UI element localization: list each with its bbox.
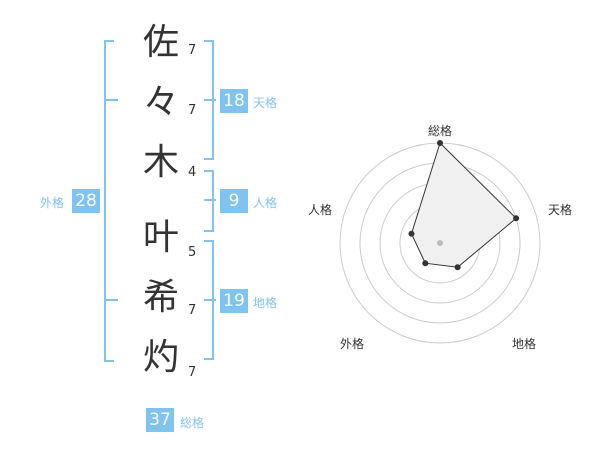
name-char-5: 希	[142, 277, 179, 318]
gaikaku-label: 外格	[40, 196, 65, 210]
radar-label-bottom-left: 外格	[340, 337, 365, 351]
jinkaku-bracket	[204, 170, 214, 232]
name-char-2: 々	[142, 82, 179, 123]
name-char-4: 叶	[142, 217, 179, 258]
radar-point-2	[513, 215, 520, 222]
stroke-count-1: 7	[188, 43, 197, 58]
name-char-1: 佐	[142, 22, 179, 63]
jinkaku-tick	[204, 199, 216, 201]
soukaku-label: 総格	[180, 416, 205, 430]
stroke-count-6: 7	[188, 365, 197, 380]
name-char-6: 灼	[142, 337, 179, 378]
radar-point-1	[437, 140, 443, 146]
radar-polygon	[410, 142, 517, 268]
stroke-count-3: 4	[188, 165, 197, 180]
chikaku-tick	[204, 299, 216, 301]
chikaku-badge: 19	[220, 289, 248, 313]
soukaku-badge: 37	[146, 408, 174, 432]
tenkaku-tick	[204, 99, 216, 101]
gaikaku-bracket	[104, 40, 114, 362]
chikaku-label: 地格	[253, 296, 278, 310]
tenkaku-badge: 18	[220, 89, 248, 113]
tenkaku-label: 天格	[253, 96, 278, 110]
name-char-3: 木	[142, 142, 179, 183]
gaikaku-tick-1	[104, 99, 118, 101]
stroke-count-5: 7	[188, 303, 197, 318]
radar-label-top: 総格	[428, 124, 453, 138]
radar-point-3	[454, 264, 461, 271]
radar-label-left: 人格	[308, 203, 333, 217]
jinkaku-badge: 9	[220, 189, 248, 213]
gaikaku-badge: 28	[72, 189, 100, 213]
jinkaku-label: 人格	[253, 196, 278, 210]
stroke-count-4: 5	[188, 245, 197, 260]
radar-label-right: 天格	[548, 203, 573, 217]
radar-center	[437, 240, 443, 246]
stroke-count-2: 7	[188, 103, 197, 118]
radar-point-4	[422, 260, 429, 267]
radar-label-bottom-right: 地格	[512, 337, 537, 351]
radar-chart	[339, 140, 541, 344]
gaikaku-tick-2	[104, 299, 118, 301]
radar-point-5	[408, 230, 415, 237]
